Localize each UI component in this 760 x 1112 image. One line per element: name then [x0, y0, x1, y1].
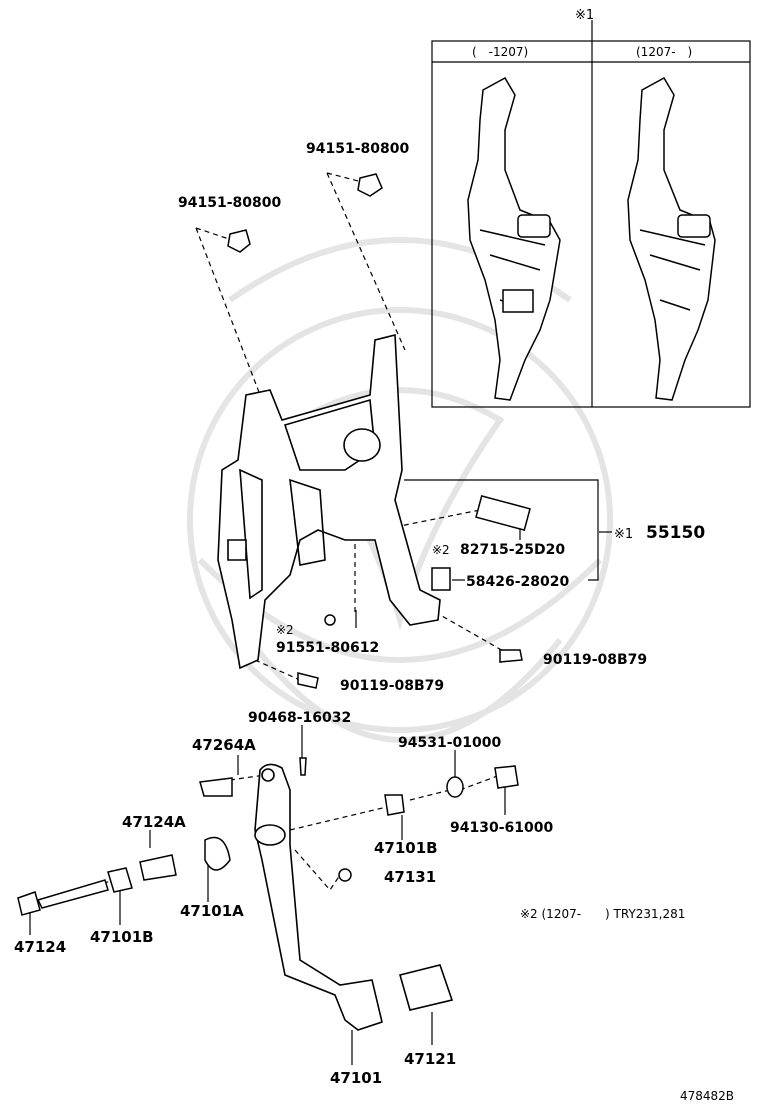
- label-94151-left: 94151-80800: [178, 195, 281, 211]
- brake-pedal: [254, 763, 454, 1031]
- label-90119-left: 90119-08B79: [340, 678, 444, 694]
- label-55150: 55150: [646, 523, 705, 543]
- label-94130: 94130-61000: [450, 820, 553, 836]
- label-47101A: 47101A: [180, 902, 244, 920]
- label-47264A: 47264A: [192, 736, 256, 754]
- label-94151-top: 94151-80800: [306, 141, 409, 157]
- inset-col-1: ( -1207): [472, 45, 528, 59]
- label-90119-right: 90119-08B79: [543, 652, 647, 668]
- label-55150-mark: ※1: [614, 527, 633, 542]
- bracket-variant-early: [467, 76, 561, 401]
- pedal-bracket: [217, 333, 441, 670]
- label-58426: 58426-28020: [466, 574, 569, 590]
- bracket-variant-late: [627, 76, 716, 401]
- label-47124A: 47124A: [122, 813, 186, 831]
- footnote: ※2 (1207- ) TRY231,281: [520, 907, 685, 921]
- label-82715: 82715-25D20: [460, 542, 565, 558]
- label-91551-mark: ※2: [276, 623, 294, 637]
- inset-box: [431, 20, 751, 408]
- label-47101: 47101: [330, 1069, 382, 1087]
- label-82715-mark: ※2: [432, 543, 450, 557]
- label-47101B-left: 47101B: [90, 928, 154, 946]
- inset-mark: ※1: [575, 8, 594, 23]
- label-47131: 47131: [384, 868, 436, 886]
- label-47124: 47124: [14, 938, 66, 956]
- label-94531: 94531-01000: [398, 735, 501, 751]
- drawing-number: 478482B: [680, 1089, 734, 1103]
- label-90468: 90468-16032: [248, 710, 351, 726]
- nuts-bolts: [17, 173, 531, 916]
- label-91551: 91551-80612: [276, 640, 379, 656]
- label-47121: 47121: [404, 1050, 456, 1068]
- inset-col-2: (1207- ): [636, 45, 692, 59]
- label-47101B-right: 47101B: [374, 839, 438, 857]
- leader-solid: [29, 479, 612, 1065]
